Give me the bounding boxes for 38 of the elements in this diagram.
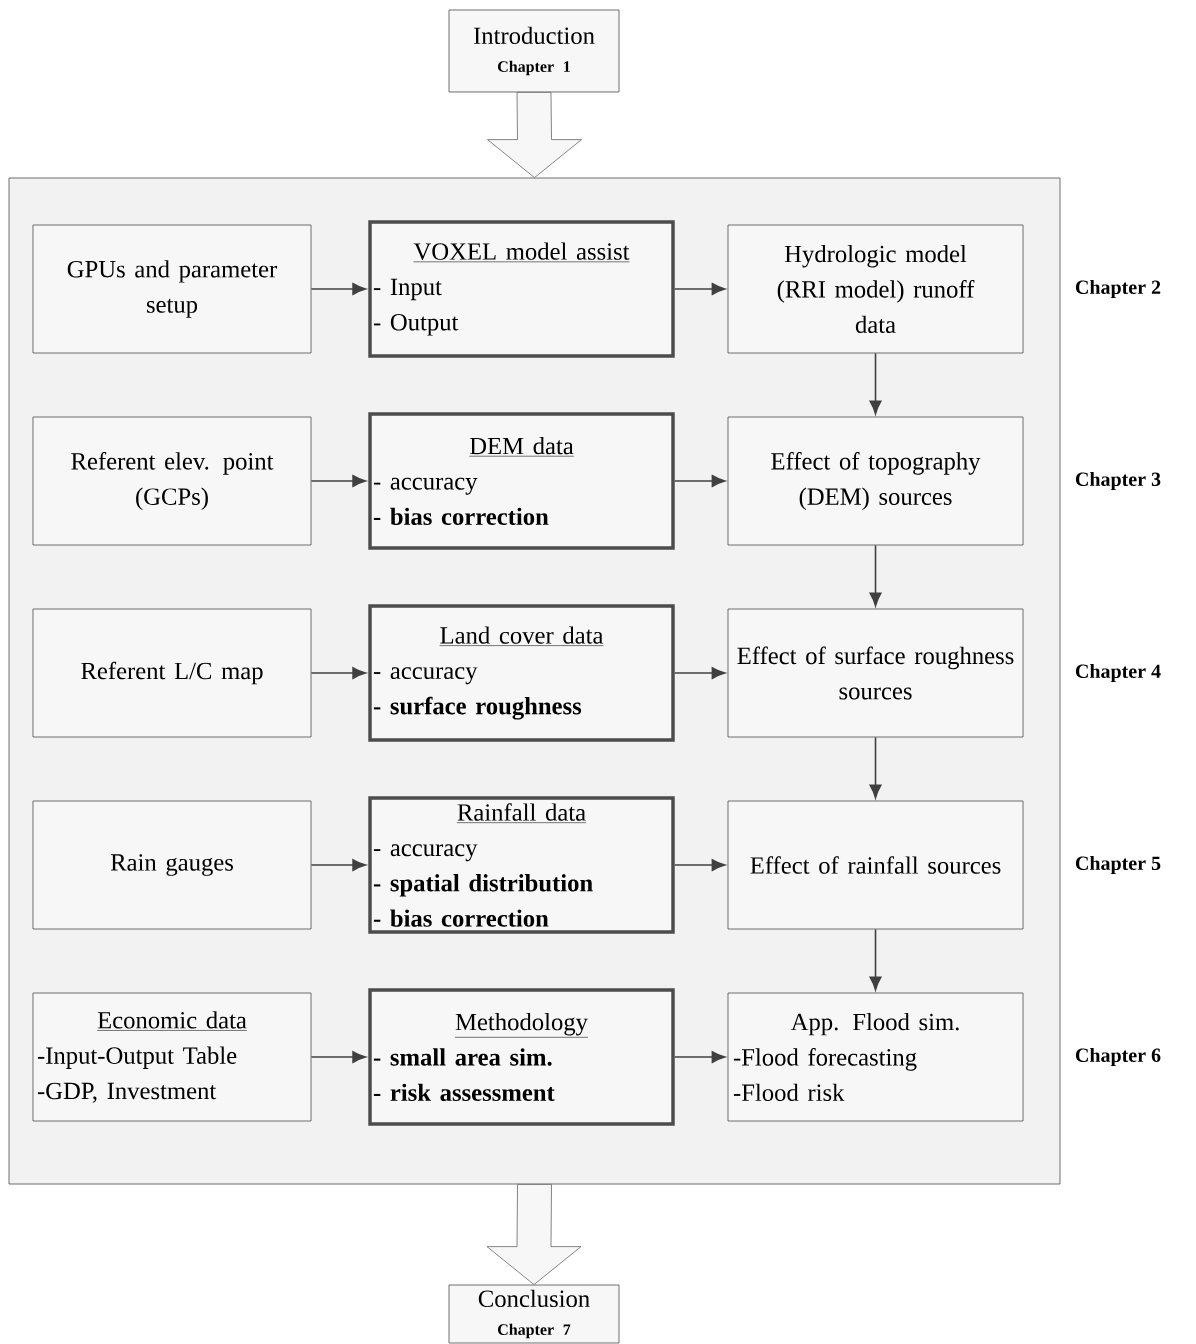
process-box: Rainfall data - accuracy - spatial distribution - bias correction (368, 796, 675, 934)
chapter-label: Chapter 5 (1075, 855, 1161, 875)
arrow (869, 736, 882, 799)
process-box: Economic data -Input-Output Table -GDP, Investment (32, 992, 312, 1122)
process-box: DEM data - accuracy - bias correction (368, 412, 675, 550)
arrow (869, 544, 882, 607)
arrow (869, 928, 882, 991)
block-arrow (486, 1184, 582, 1285)
arrow (310, 475, 367, 487)
arrow (310, 283, 367, 295)
process-box: Rain gauges (32, 800, 312, 930)
chapter-label: Chapter 6 (1075, 1047, 1161, 1067)
block-arrow (487, 92, 582, 178)
process-box: VOXEL model assist - Input - Output (368, 220, 675, 358)
arrow (869, 352, 882, 415)
chapter-box: Conclusion Chapter 7 (448, 1284, 620, 1344)
arrow (310, 667, 367, 679)
process-box: Referent L/C map (32, 608, 312, 738)
chapter-box: Introduction Chapter 1 (448, 9, 620, 93)
chapter-label: Chapter 4 (1075, 663, 1161, 683)
arrow (673, 1051, 726, 1063)
arrow (673, 475, 726, 487)
process-box: Effect of rainfall sources (727, 800, 1024, 930)
arrow (310, 1051, 367, 1063)
arrow (673, 667, 726, 679)
process-box: App. Flood sim. -Flood forecasting -Flood risk (727, 992, 1024, 1122)
process-box: Land cover data - accuracy - surface roughness (368, 604, 675, 742)
process-box: Hydrologic model (RRI model) runoff data (727, 224, 1024, 354)
process-box: Effect of topography (DEM) sources (727, 416, 1024, 546)
chapter-label: Chapter 3 (1075, 471, 1161, 491)
chapter-label: Chapter 2 (1075, 279, 1161, 299)
process-box: Effect of surface roughness sources (727, 608, 1024, 738)
arrow (673, 283, 726, 295)
process-box: Methodology - small area sim. - risk assessment (368, 988, 675, 1126)
arrow (310, 859, 367, 871)
process-box: GPUs and parameter setup (32, 224, 312, 354)
arrow (673, 859, 726, 871)
process-box: Referent elev. point (GCPs) (32, 416, 312, 546)
